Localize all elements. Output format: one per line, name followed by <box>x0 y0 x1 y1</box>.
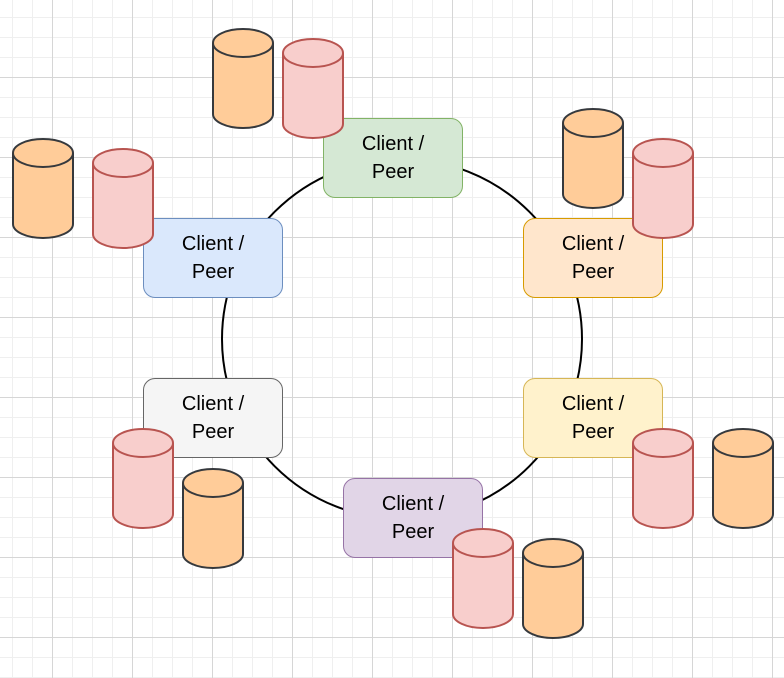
cylinder-top-rim <box>212 42 274 58</box>
cylinder-body <box>92 148 154 249</box>
database-cylinder-pink[interactable] <box>112 428 174 530</box>
cylinder-top-rim <box>92 162 154 178</box>
cylinder-top-rim <box>712 442 774 458</box>
cylinder-body <box>712 428 774 529</box>
database-cylinder-pink[interactable] <box>282 38 344 140</box>
database-cylinder-orange[interactable] <box>182 468 244 570</box>
node-client-peer-top[interactable]: Client / Peer <box>323 118 463 198</box>
cylinder-top-rim <box>522 552 584 568</box>
database-cylinder-orange[interactable] <box>212 28 274 130</box>
node-label: Client / Peer <box>561 393 625 443</box>
node-label: Client / Peer <box>361 133 425 183</box>
database-cylinder-orange[interactable] <box>562 108 624 210</box>
cylinder-top-rim <box>632 442 694 458</box>
database-cylinder-pink[interactable] <box>632 428 694 530</box>
cylinder-top-rim <box>562 122 624 138</box>
cylinder-top-rim <box>182 482 244 498</box>
cylinder-body <box>112 428 174 529</box>
cylinder-top-rim <box>632 152 694 168</box>
cylinder-body <box>562 108 624 209</box>
database-cylinder-pink[interactable] <box>632 138 694 240</box>
cylinder-body <box>282 38 344 139</box>
node-client-peer-left-upper[interactable]: Client / Peer <box>143 218 283 298</box>
cylinder-body <box>182 468 244 569</box>
node-client-peer-right-lower[interactable]: Client / Peer <box>523 378 663 458</box>
database-cylinder-pink[interactable] <box>92 148 154 250</box>
cylinder-top-rim <box>112 442 174 458</box>
database-cylinder-orange[interactable] <box>12 138 74 240</box>
database-cylinder-orange[interactable] <box>712 428 774 530</box>
cylinder-body <box>452 528 514 629</box>
node-label: Client / Peer <box>561 233 625 283</box>
node-label: Client / Peer <box>381 493 445 543</box>
cylinder-body <box>632 428 694 529</box>
cylinder-body <box>522 538 584 639</box>
cylinder-top-rim <box>282 52 344 68</box>
cylinder-top-rim <box>452 542 514 558</box>
cylinder-body <box>632 138 694 239</box>
cylinder-top-rim <box>12 152 74 168</box>
cylinder-body <box>12 138 74 239</box>
ring-connector[interactable] <box>221 158 583 520</box>
node-label: Client / Peer <box>181 233 245 283</box>
database-cylinder-pink[interactable] <box>452 528 514 630</box>
node-client-peer-left-lower[interactable]: Client / Peer <box>143 378 283 458</box>
database-cylinder-orange[interactable] <box>522 538 584 640</box>
node-label: Client / Peer <box>181 393 245 443</box>
cylinder-body <box>212 28 274 129</box>
